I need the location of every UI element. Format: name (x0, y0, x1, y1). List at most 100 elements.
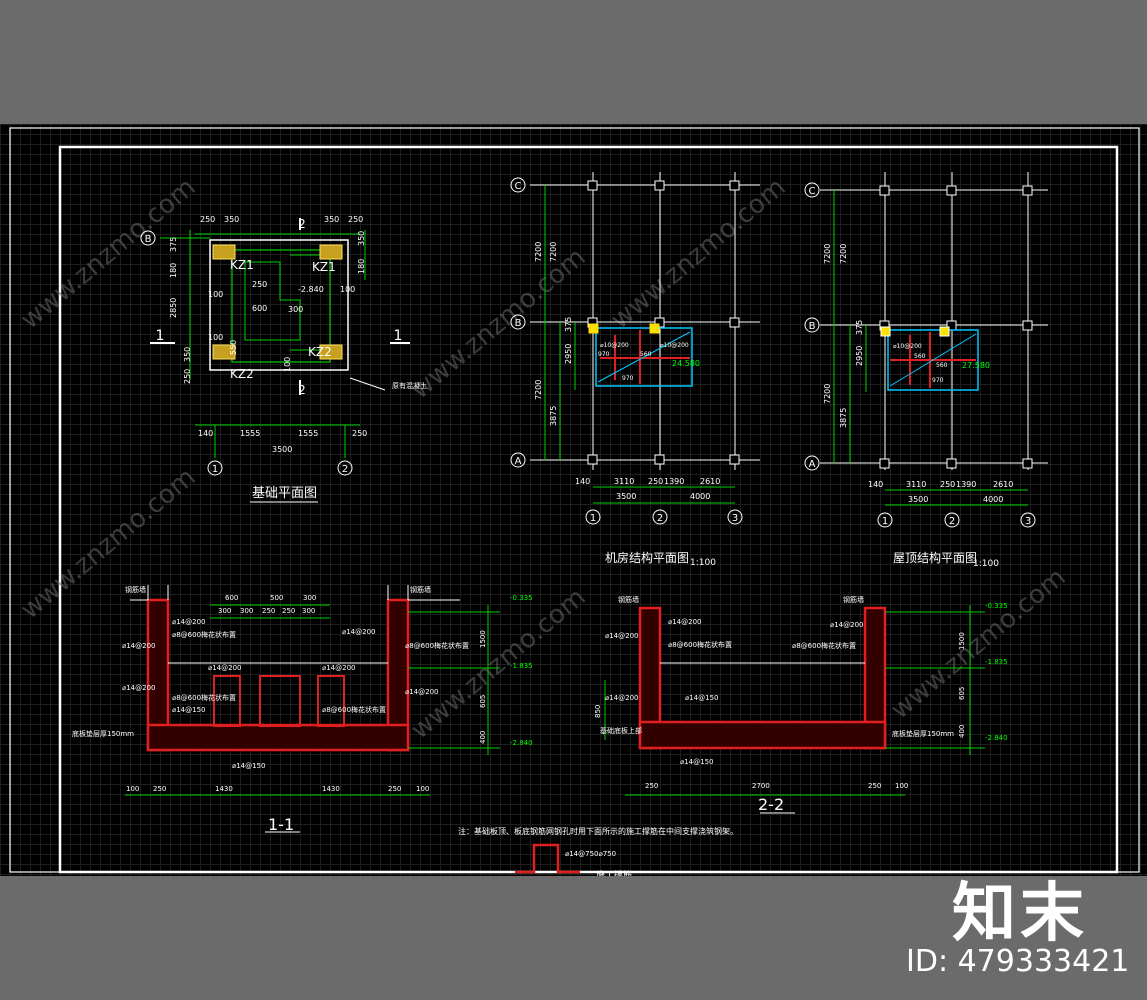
s2-label-1: ⌀8@600梅花状布置 (668, 640, 732, 649)
s2-label-4: ⌀8@600梅花状布置 (792, 641, 856, 650)
mr-scale: 1:100 (690, 558, 716, 568)
s1-wall-label-right: 钢筋墙 (410, 585, 431, 594)
fp-dim-left-4: 250 (183, 369, 192, 384)
s1-label-2: ⌀14@200 (122, 642, 155, 650)
mr-rebar-2: 560 (640, 351, 652, 358)
fp-dim-bottom-3: 250 (352, 429, 367, 438)
s1-top2-4: 300 (302, 607, 315, 615)
s1-label-7: ⌀14@150 (172, 706, 205, 714)
s2-level-0: -0.335 (985, 602, 1008, 610)
mr-dim-left-1: 7200 (549, 242, 558, 262)
fp-inner-1: 250 (252, 280, 267, 289)
fp-dim-left-2: 2850 (169, 298, 178, 318)
fp-outer-slab (209, 239, 349, 371)
s2-bottom-dim-3: 100 (895, 782, 908, 790)
s1-bottom-dim-0: 100 (126, 785, 139, 793)
brand-logo: 知末 (952, 877, 1088, 951)
column-kz2-left (212, 344, 236, 360)
s1-top2-3: 250 (282, 607, 295, 615)
s1-top2-0: 300 (218, 607, 231, 615)
s2-label-5: ⌀14@150 (685, 694, 718, 702)
fp-sec-2-top: 2 (298, 217, 306, 231)
s1-label-right-3: ⌀14@200 (405, 688, 438, 696)
fp-axis-2: 2 (342, 464, 348, 475)
fp-dim-top-2: 350 (324, 215, 339, 224)
roof-axis-2: 2 (949, 516, 955, 527)
fp-dim-top-0: 250 (200, 215, 215, 224)
fp-inner-2: 600 (252, 304, 267, 313)
roof-dim-left-2: 375 (855, 320, 864, 335)
roof-axis-B: B (809, 321, 816, 332)
roof-axis-labels: C B A 1 2 3 (809, 186, 1032, 527)
mr-axis-bubbles (510, 177, 743, 525)
s1-label-6: ⌀8@600梅花状布置 (172, 693, 236, 702)
roof-level: 27.580 (962, 361, 990, 370)
roof-axis-3: 3 (1025, 516, 1031, 527)
roof-rebar-0: ⌀10@200 (893, 343, 922, 350)
s1-label-0: ⌀14@200 (172, 618, 205, 626)
fp-dim-top-3: 250 (348, 215, 363, 224)
s1-bottom-dim-5: 100 (416, 785, 429, 793)
mr-dim-left-4: 7200 (534, 380, 543, 400)
roof-scale: 1:100 (973, 559, 999, 569)
s2-bottom-dim-1: 2700 (752, 782, 770, 790)
mr-dim-b-3: 1390 (664, 477, 684, 486)
fp-col-kz2-b: KZ2 (230, 367, 254, 381)
s2-right-dim-1: 605 (958, 687, 966, 700)
mr-rebar-4: 970 (622, 375, 634, 382)
fp-axis-labels: B 1 2 1 1 2 2 (145, 217, 403, 475)
s1-top2-1: 300 (240, 607, 253, 615)
foundation-plan-title: 基础平面图 (252, 486, 317, 501)
fp-dim-left-3: 350 (183, 347, 192, 362)
mr-axis-2: 2 (657, 513, 663, 524)
fp-texts: 250 350 350 250 140 1555 1555 250 3500 3… (169, 215, 427, 454)
roof-dim-b-3: 1390 (956, 480, 976, 489)
mr-rebar-1: 970 (598, 351, 610, 358)
mr-dim-left-0: 7200 (534, 242, 543, 262)
mr-axis-C: C (515, 181, 522, 192)
roof-axis-bubbles (804, 182, 1036, 528)
roof-dim-left-5: 3875 (839, 408, 848, 428)
fp-dim-left-0: 375 (169, 237, 178, 252)
section-1-1-labels: 600 500 300 300 300 250 250 300 ⌀14@200 … (72, 585, 533, 793)
fp-dim-bottom-0: 140 (198, 429, 213, 438)
roof-axis-A: A (809, 459, 816, 470)
top-toolbar-band (0, 0, 1147, 124)
fp-column-labels: KZ1 KZ1 KZ2 KZ2 (230, 258, 336, 381)
fp-col-kz1-b: KZ1 (312, 260, 336, 274)
fp-dim-total: 3500 (272, 445, 292, 454)
roof-dim-b-2: 250 (940, 480, 955, 489)
roof-plan (820, 172, 1048, 506)
fp-note-leader (349, 377, 386, 391)
mr-axis-1: 1 (590, 513, 596, 524)
mr-level: 24.580 (672, 359, 700, 368)
fp-dim-top-1: 350 (224, 215, 239, 224)
column-kz2-right (319, 344, 343, 360)
fp-inner-4: 550 (229, 340, 238, 355)
roof-axis-C: C (809, 186, 816, 197)
s1-label-right-1: ⌀14@200 (342, 628, 375, 636)
roof-rebar-1: 560 (914, 353, 926, 360)
fp-inner-3: 300 (288, 305, 303, 314)
s2-label-0: ⌀14@200 (668, 618, 701, 626)
mr-dim-left-3: 2950 (564, 344, 573, 364)
s2-wall-label-left: 钢筋墙 (618, 595, 639, 604)
detail-label: ⌀14@750⌀750 (565, 850, 616, 858)
roof-dim-left-4: 7200 (823, 384, 832, 404)
s1-right-dim-2: 400 (479, 731, 487, 744)
fp-sec-1-left: 1 (156, 328, 165, 344)
foundation-plan (150, 218, 410, 503)
footnote: 注：基础板顶、板底钢筋网钢孔时用下面所示的施工撑筋在中间支撑浇筑钢架。 (458, 826, 738, 836)
s2-label-3: ⌀14@200 (605, 694, 638, 702)
fp-dim-bottom-2: 1555 (298, 429, 318, 438)
roof-axis-1: 1 (882, 516, 888, 527)
fp-dim-bottom-1: 1555 (240, 429, 260, 438)
drawing-canvas[interactable] (0, 124, 1147, 876)
fp-dim-right-0: 350 (357, 231, 366, 246)
inner-border (58, 145, 1119, 874)
mr-axis-B: B (515, 318, 522, 329)
fp-sec-1-right: 1 (394, 328, 403, 344)
watermark-text-3: www.znzmo.com (605, 172, 791, 335)
roof-dim-left-0: 7200 (823, 244, 832, 264)
